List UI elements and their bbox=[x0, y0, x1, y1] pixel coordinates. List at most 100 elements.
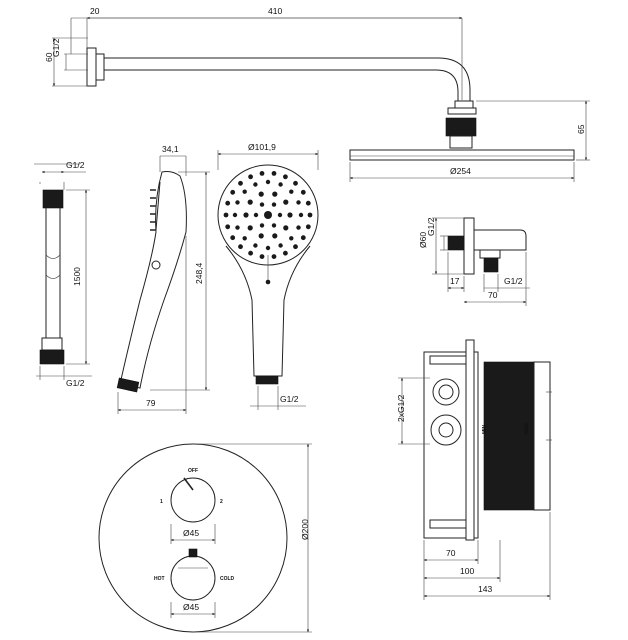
outlet-thread bbox=[483, 257, 499, 273]
nozzle bbox=[259, 202, 265, 207]
diverter-knob bbox=[170, 477, 216, 523]
hand-shower-front-view: Ø101,9 G1/2 bbox=[217, 142, 319, 410]
hand-shower-length-dim: 248,4 bbox=[194, 262, 204, 284]
nozzle bbox=[271, 171, 277, 176]
nozzle bbox=[265, 179, 271, 185]
outlet-thread-in-dim: G1/2 bbox=[426, 217, 436, 236]
cold-label: COLD bbox=[220, 576, 235, 582]
nozzle bbox=[247, 225, 253, 231]
connections-dim: 2xG1/2 bbox=[396, 394, 406, 422]
nozzle bbox=[271, 202, 277, 207]
arm-thread-dim: G1/2 bbox=[51, 38, 61, 57]
nozzle bbox=[278, 182, 283, 187]
nozzle bbox=[283, 225, 289, 231]
inlet-upper bbox=[432, 378, 460, 406]
hand-shower-side-view: 34,1 248,4 79 bbox=[116, 144, 210, 414]
nozzle bbox=[283, 174, 288, 180]
nozzle bbox=[235, 200, 240, 205]
nozzle bbox=[247, 199, 253, 205]
arm-offset-dim: 20 bbox=[90, 6, 100, 16]
hot-label: HOT bbox=[154, 576, 165, 582]
off-label: OFF bbox=[188, 468, 198, 474]
hand-shower-width-dim: 79 bbox=[146, 398, 156, 408]
hose-length-dim: 1500 bbox=[72, 267, 82, 286]
valve-dim-143: 143 bbox=[478, 584, 492, 594]
nozzle bbox=[305, 200, 311, 206]
nozzle bbox=[225, 200, 231, 206]
hose-bottom-cone bbox=[41, 337, 63, 351]
hose-thread-top-dim: G1/2 bbox=[66, 160, 85, 170]
wall-flange bbox=[86, 47, 97, 87]
thermostat-knob-cap bbox=[188, 548, 198, 558]
nozzle bbox=[287, 212, 293, 218]
arm-height-dim: 60 bbox=[44, 52, 54, 62]
hand-shower-side-outline bbox=[119, 171, 187, 389]
nozzle bbox=[230, 189, 236, 195]
nozzle bbox=[300, 235, 306, 241]
nozzle bbox=[307, 212, 313, 218]
nozzle bbox=[253, 182, 258, 187]
outlet-thread-out-dim: G1/2 bbox=[504, 276, 523, 286]
shower-arm-view: 20 410 60 G1/2 bbox=[44, 6, 477, 149]
nozzle bbox=[289, 189, 294, 194]
nozzle bbox=[253, 212, 259, 218]
nozzle bbox=[232, 212, 238, 218]
nozzle bbox=[259, 171, 265, 176]
lower-knob-dim: Ø45 bbox=[183, 602, 199, 612]
nozzle bbox=[278, 243, 283, 248]
hand-shower-head-diameter-dim: Ø101,9 bbox=[248, 142, 276, 152]
valve-cartridge bbox=[483, 361, 535, 511]
center-nozzle bbox=[264, 211, 272, 219]
nozzle bbox=[271, 223, 277, 228]
nozzle bbox=[235, 225, 240, 230]
ball-joint bbox=[445, 117, 477, 137]
inlet-lower bbox=[438, 422, 454, 438]
nozzle bbox=[225, 224, 231, 230]
nozzle bbox=[296, 225, 301, 230]
outlet-length-dim: 70 bbox=[488, 290, 498, 300]
spray-nozzles bbox=[223, 171, 313, 259]
nozzle bbox=[300, 189, 306, 195]
outlet-wall-plate bbox=[463, 217, 475, 275]
nozzle bbox=[223, 212, 229, 218]
nozzle bbox=[293, 244, 298, 250]
nozzle bbox=[248, 250, 254, 256]
head-diameter-dim: Ø254 bbox=[450, 166, 471, 176]
arm-tube bbox=[104, 57, 471, 102]
hand-shower-depth-dim: 34,1 bbox=[162, 144, 179, 154]
head-height-dim: 65 bbox=[576, 124, 586, 134]
shower-head-view: Ø254 65 bbox=[349, 100, 590, 182]
nozzle bbox=[258, 191, 264, 197]
nozzle bbox=[265, 245, 271, 251]
nozzle bbox=[242, 189, 247, 194]
nozzle bbox=[259, 223, 265, 228]
pos1-label: 1 bbox=[160, 499, 163, 505]
nozzle bbox=[283, 250, 288, 256]
nozzle bbox=[258, 233, 264, 239]
nozzle bbox=[238, 244, 243, 250]
hose-top-nut bbox=[42, 189, 64, 209]
outlet-diameter-dim: Ø60 bbox=[418, 232, 428, 248]
pos2-label: 2 bbox=[220, 499, 223, 505]
nozzle bbox=[277, 212, 283, 218]
valve-dim-70: 70 bbox=[446, 548, 456, 558]
nozzle bbox=[271, 254, 277, 259]
outlet-depth-dim: 17 bbox=[450, 276, 460, 286]
nozzle bbox=[298, 212, 304, 218]
hose-view: G1/2 1500 G1/2 bbox=[34, 160, 92, 388]
nozzle bbox=[243, 212, 249, 218]
nozzle bbox=[283, 199, 289, 205]
valve-dim-100: 100 bbox=[460, 566, 474, 576]
arm-length-dim: 410 bbox=[268, 6, 282, 16]
max-label: MAX bbox=[524, 422, 530, 434]
hose-thread-bottom-dim: G1/2 bbox=[66, 378, 85, 388]
nozzle bbox=[242, 236, 247, 241]
head-plate bbox=[349, 149, 575, 161]
nozzle bbox=[305, 224, 311, 230]
nozzle bbox=[248, 174, 254, 180]
hand-shower-thread-dim: G1/2 bbox=[280, 394, 299, 404]
cover-diameter-dim: Ø200 bbox=[300, 519, 310, 540]
wall-outlet-view: Ø60 G1/2 17 70 G1/2 bbox=[418, 217, 530, 306]
min-label: MIN bbox=[482, 424, 488, 434]
